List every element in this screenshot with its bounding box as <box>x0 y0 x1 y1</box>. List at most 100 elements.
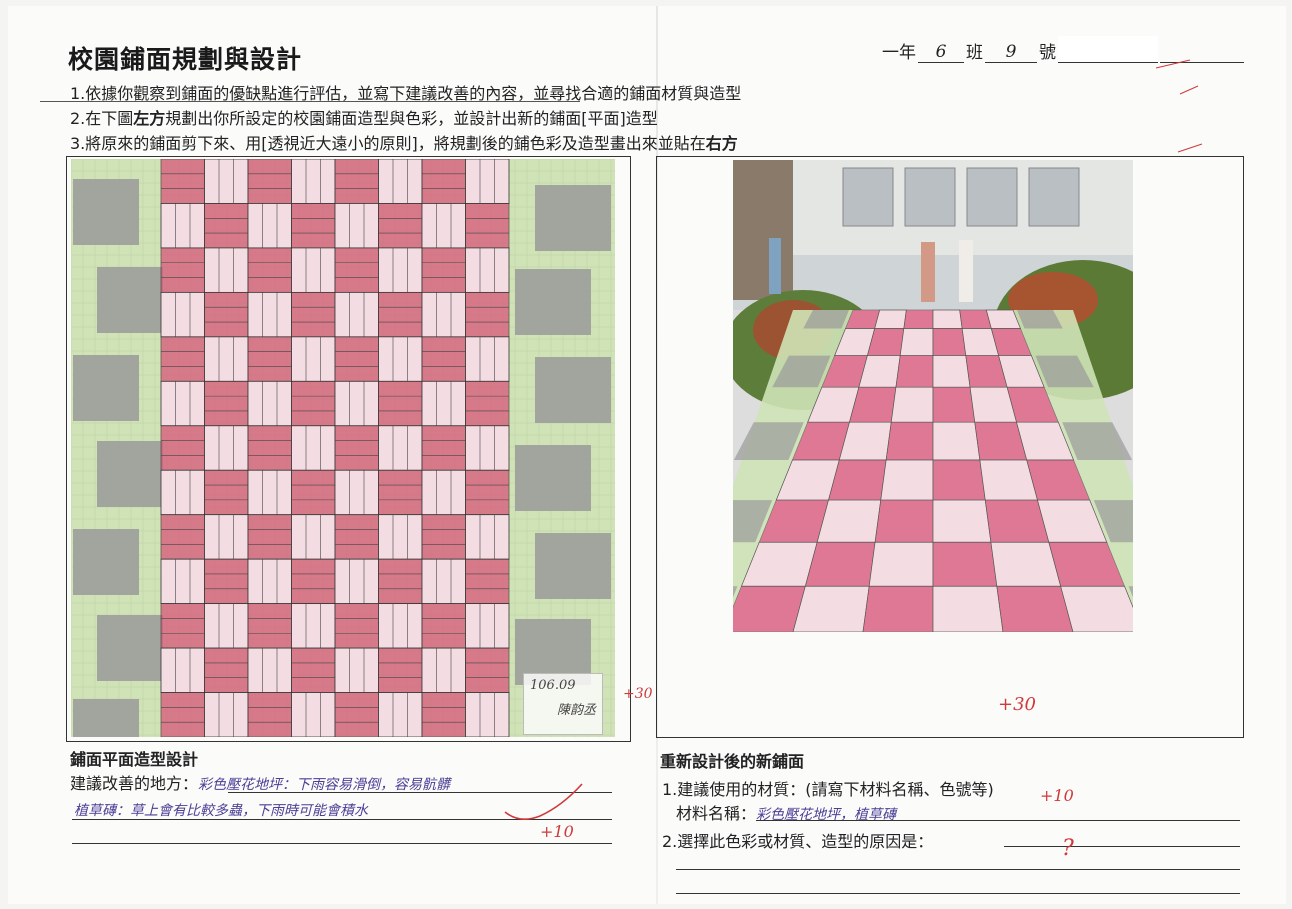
plan-tile <box>291 203 336 249</box>
photo-person <box>769 238 781 294</box>
redacted-name <box>1058 36 1158 63</box>
material-label: 材料名稱： <box>676 804 757 823</box>
plan-tile <box>421 425 466 471</box>
gray-paver-block <box>73 699 139 737</box>
plan-tile <box>291 425 336 471</box>
plan-tile <box>465 159 510 204</box>
signature-date: 106.09 <box>530 678 576 693</box>
plan-tile <box>204 336 249 382</box>
class-number-line: 一年 6 班 9 號 <box>882 36 1244 63</box>
plan-tile <box>378 603 423 649</box>
plan-tile <box>465 336 510 382</box>
plan-tile <box>334 425 379 471</box>
plan-tile <box>291 692 336 737</box>
photo-window <box>904 167 956 227</box>
plan-tile <box>247 336 292 382</box>
plan-tile <box>378 425 423 471</box>
reason-question: 2.選擇此色彩或材質、造型的原因是： <box>662 832 934 851</box>
reason-rule-3 <box>676 893 1240 894</box>
reason-rule-1 <box>1004 846 1240 847</box>
persp-tile <box>733 585 806 632</box>
plan-tile <box>421 203 466 249</box>
answer-rule-2 <box>72 819 612 820</box>
persp-tile <box>959 309 992 329</box>
plan-tile <box>465 647 510 693</box>
answer-rule-3 <box>72 843 612 844</box>
persp-gray-block <box>733 422 804 460</box>
plan-tile <box>334 647 379 693</box>
material-rule <box>756 820 1240 821</box>
plan-tile <box>378 469 423 516</box>
plan-tile <box>421 291 466 338</box>
plan-tile <box>247 380 292 427</box>
plan-tile <box>421 336 466 382</box>
plan-tile <box>247 247 292 293</box>
gray-paver-block <box>535 533 611 599</box>
persp-tile <box>885 421 934 461</box>
gray-paver-block <box>535 357 611 423</box>
persp-tile <box>932 355 971 388</box>
persp-tile <box>899 328 934 356</box>
plan-tile <box>421 647 466 693</box>
plan-tile <box>334 603 379 649</box>
plan-tile <box>204 203 249 249</box>
plan-tile <box>160 203 205 249</box>
plan-tile <box>160 647 205 693</box>
gray-paver-block <box>515 269 591 335</box>
suggest-row: 建議改善的地方：彩色壓花地坪：下雨容易滑倒，容易骯髒 <box>70 770 450 794</box>
plan-tile <box>465 425 510 471</box>
plan-tile <box>204 647 249 693</box>
photo-window <box>1028 167 1080 227</box>
plan-tile <box>378 203 423 249</box>
persp-tile <box>932 499 992 543</box>
paving-plan-svg <box>71 159 615 737</box>
plan-tile <box>247 469 292 516</box>
plan-tile <box>334 692 379 737</box>
page-title: 校園鋪面規劃與設計 <box>68 45 303 74</box>
plan-tile <box>247 291 292 338</box>
instruction-1: 1.依據你觀察到鋪面的優缺點進行評估，並寫下建議改善的內容，並尋找合適的鋪面材質… <box>70 84 742 103</box>
plan-tile <box>421 159 466 204</box>
plan-tile <box>465 603 510 649</box>
plan-tile <box>334 558 379 605</box>
plan-tile <box>204 692 249 737</box>
plan-tile <box>160 336 205 382</box>
gray-paver-block <box>515 445 591 511</box>
material-row: 材料名稱：彩色壓花地坪，植草磚 <box>676 800 896 824</box>
persp-tile <box>880 459 934 501</box>
paving-plan-drawing: 106.09 陳韵丞 <box>71 159 615 737</box>
perspective-collage <box>733 160 1133 632</box>
plan-tile <box>247 603 292 649</box>
plan-tile <box>204 291 249 338</box>
instruction-3: 3.將原來的鋪面剪下來、用[透視近大遠小的原則]，將規劃後的鋪色彩及造型畫出來並… <box>70 134 738 153</box>
instruction-2: 2.在下圖左方規劃出你所設定的校園鋪面造型與色彩，並設計出新的鋪面[平面]造型 <box>70 109 658 128</box>
plan-tile <box>421 469 466 516</box>
plan-tile <box>204 603 249 649</box>
plan-tile <box>204 380 249 427</box>
plan-tile <box>421 603 466 649</box>
plan-tile <box>247 692 292 737</box>
plan-tile <box>204 514 249 560</box>
persp-gray-block <box>1017 310 1063 329</box>
plan-tile <box>421 692 466 737</box>
plan-tile <box>378 380 423 427</box>
persp-tile <box>903 309 934 329</box>
persp-tile <box>932 386 976 423</box>
persp-tile <box>932 309 963 329</box>
photo-window <box>842 167 894 227</box>
plan-tile <box>291 603 336 649</box>
plan-tile <box>247 425 292 471</box>
persp-tile <box>932 421 981 461</box>
plan-tile <box>378 336 423 382</box>
perspective-svg <box>733 160 1133 632</box>
photo-person <box>921 242 935 302</box>
plan-tile <box>247 558 292 605</box>
plan-tile <box>160 159 205 204</box>
name-underline <box>1160 40 1244 63</box>
plan-tile <box>334 159 379 204</box>
answer-rule-1 <box>228 792 612 793</box>
number-value: 9 <box>985 42 1037 63</box>
persp-tile <box>1060 585 1133 632</box>
persp-tile <box>874 309 907 329</box>
check-mark <box>504 783 583 820</box>
